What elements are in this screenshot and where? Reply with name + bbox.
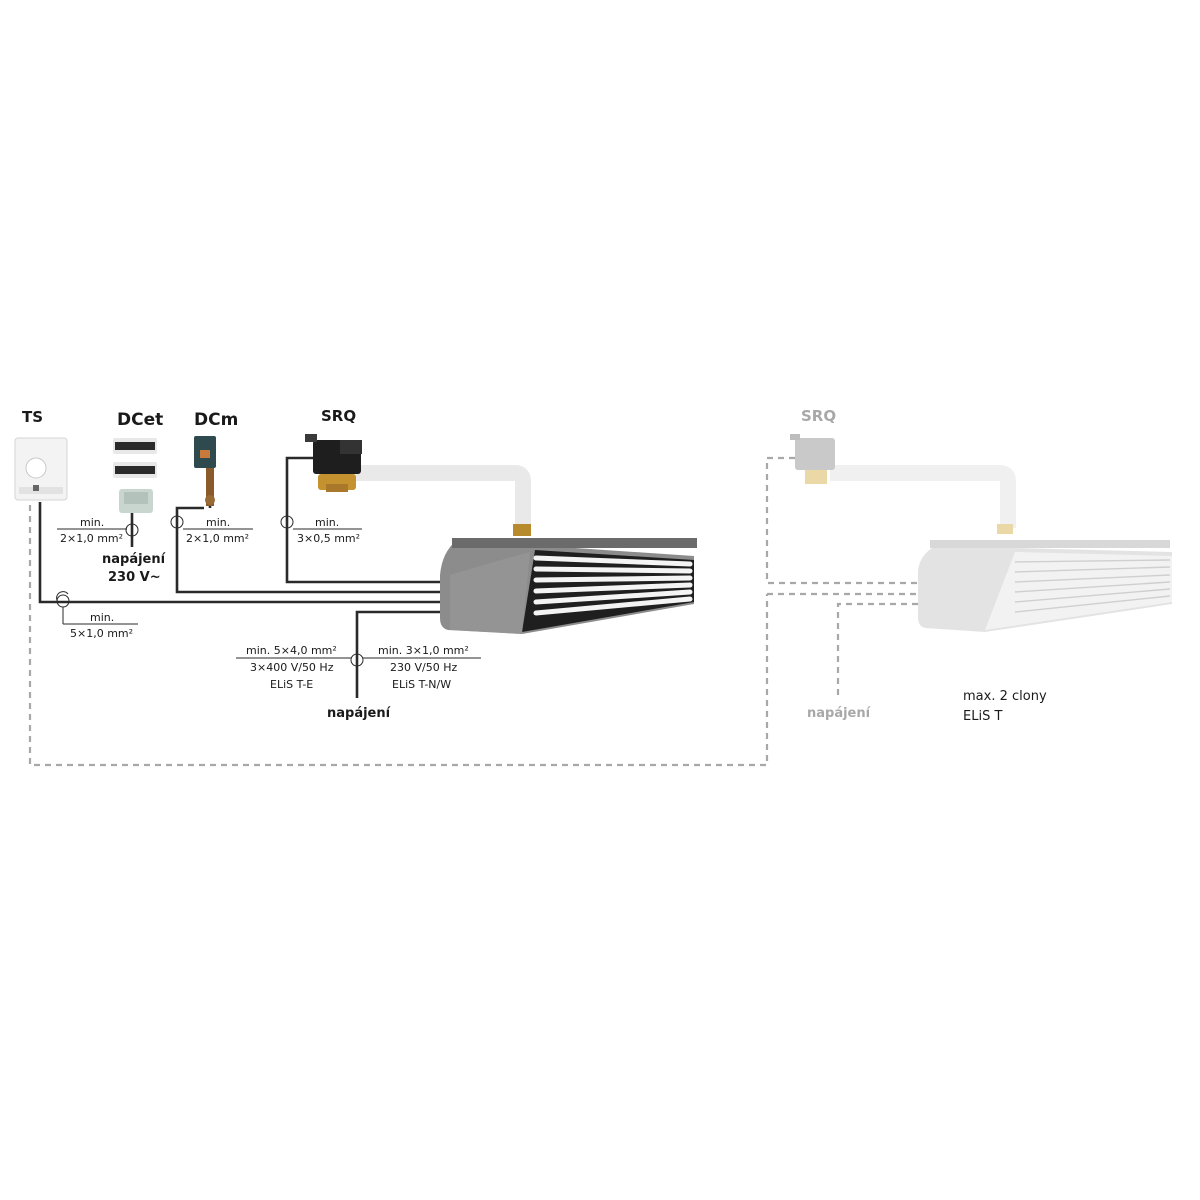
dcet-cable-ring: [125, 523, 139, 537]
srq-label: SRQ: [321, 407, 356, 425]
ghost-dashed-power-line: [836, 602, 918, 695]
main-curtain-group: [350, 465, 697, 634]
dcm-door-contact-icon: [194, 436, 216, 506]
ghost-dashed-control-line: [765, 456, 918, 585]
ghost-dashed-return-line: [28, 505, 769, 767]
srq-cable: [285, 456, 440, 584]
dcm-cable-spec: 2×1,0 mm²: [186, 532, 249, 545]
dcm-cable: [175, 506, 440, 594]
main-wiring: [38, 456, 481, 698]
air-curtain-icon: [440, 538, 697, 634]
srq-cable-ring: [280, 515, 294, 529]
srq-cable-spec: 3×0,5 mm²: [297, 532, 360, 545]
right-supply-spec: min. 3×1,0 mm²: [378, 644, 469, 657]
dcm-cable-ring: [170, 515, 184, 529]
right-supply-voltage: 230 V/50 Hz: [390, 661, 457, 674]
ghost-power-label: napájení: [807, 706, 872, 721]
dcet-label: DCet: [117, 410, 163, 430]
main-pipe-fitting: [513, 524, 531, 536]
main-pipe: [350, 465, 531, 528]
ts-cable-spec: 5×1,0 mm²: [70, 627, 133, 640]
left-supply-spec: min. 5×4,0 mm²: [246, 644, 337, 657]
ts-label: TS: [22, 408, 43, 426]
ghost-srq-valve-icon: [790, 434, 835, 484]
ghost-curtain-group: [28, 434, 1172, 767]
main-power-label: napájení: [327, 706, 392, 721]
max-curtains-note: max. 2 clony: [963, 689, 1047, 704]
ghost-pipe-fitting: [997, 524, 1013, 534]
power-cable-ring: [350, 653, 364, 667]
right-supply-model: ELiS T-N/W: [392, 678, 451, 691]
dcet-cable-min: min.: [80, 516, 104, 529]
dcet-power-label: napájení: [102, 552, 167, 567]
dcet-cable-spec: 2×1,0 mm²: [60, 532, 123, 545]
srq-ghost-label: SRQ: [801, 407, 836, 425]
main-power-cable: [355, 610, 440, 698]
dcet-door-contact-icon: [113, 438, 157, 513]
ghost-curtain-icon: [918, 540, 1172, 632]
dcet-voltage-label: 230 V~: [108, 570, 161, 585]
left-supply-model: ELiS T-E: [270, 678, 313, 691]
srq-valve-icon: [305, 434, 362, 492]
ghost-pipe: [830, 465, 1016, 528]
max-curtains-model: ELiS T: [963, 709, 1002, 724]
left-supply-voltage: 3×400 V/50 Hz: [250, 661, 334, 674]
ts-cable: [38, 502, 440, 604]
ts-cable-min: min.: [90, 611, 114, 624]
srq-cable-min: min.: [315, 516, 339, 529]
ts-thermostat-icon: [14, 437, 68, 501]
dcm-label: DCm: [194, 410, 238, 430]
dcm-cable-min: min.: [206, 516, 230, 529]
